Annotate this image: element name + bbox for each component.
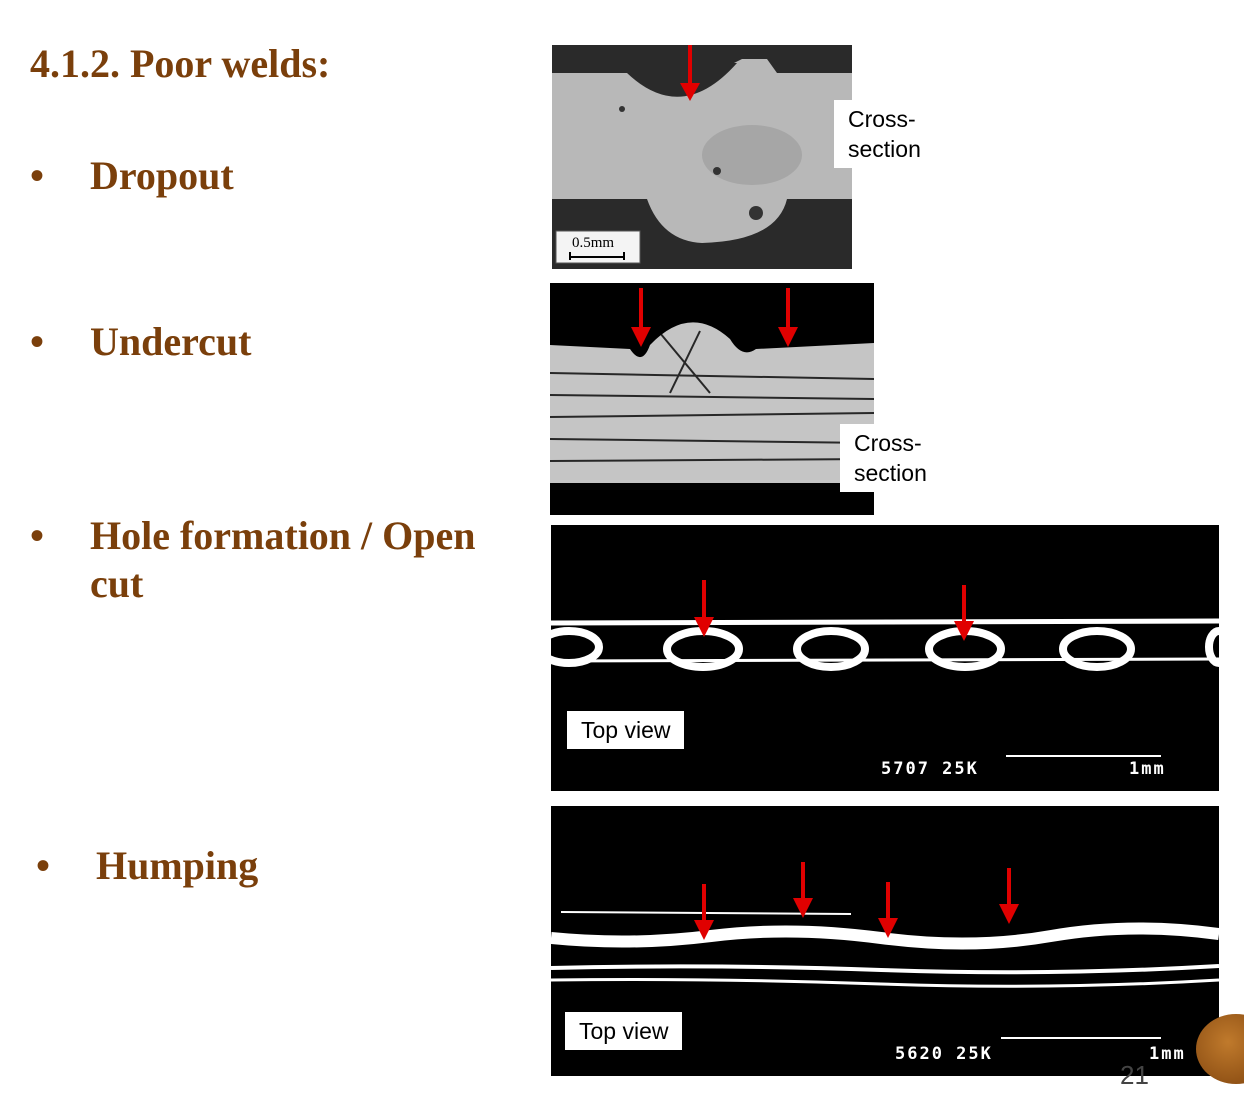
undercut-micrograph-graphic [550,283,874,515]
humping-scale-text: 1mm [1149,1044,1186,1064]
hole-scale-text: 1mm [1129,759,1166,779]
slide-heading: 4.1.2. Poor welds: [30,41,331,86]
hole-micro-text: 5707 25K [881,759,979,779]
bullet-humping: • Humping [36,842,258,890]
hole-formation-micrograph-graphic [551,525,1219,791]
humping-micrograph: Top view 5620 25K 1mm [551,806,1219,1076]
bullet-text: Hole formation / Open cut [90,513,476,606]
bullet-text: Humping [96,843,259,888]
hole-view-label: Top view [567,711,685,749]
humping-micro-text: 5620 25K [895,1044,993,1064]
bullet-marker: • [30,319,45,364]
dropout-view-label-box: Cross-section [834,100,942,168]
bullet-marker: • [30,153,45,198]
bullet-text: Dropout [90,153,234,198]
humping-view-label: Top view [565,1012,683,1050]
dropout-scale-label: 0.5mm [572,235,615,251]
bullet-dropout: • Dropout [30,152,234,200]
undercut-micrograph [550,283,874,515]
dropout-micrograph-graphic [552,45,852,269]
bullet-undercut: • Undercut [30,318,251,366]
bullet-hole-formation: • Hole formation / Open cut [30,512,500,608]
bullet-marker: • [30,513,45,558]
page-number: 21 [1120,1060,1149,1090]
bullet-text: Undercut [90,319,252,364]
undercut-view-label: Cross-section [840,424,948,492]
hole-formation-micrograph: Top view 5707 25K 1mm [551,525,1219,791]
dropout-micrograph: 0.5mm [552,45,852,269]
bullet-marker: • [36,843,51,888]
